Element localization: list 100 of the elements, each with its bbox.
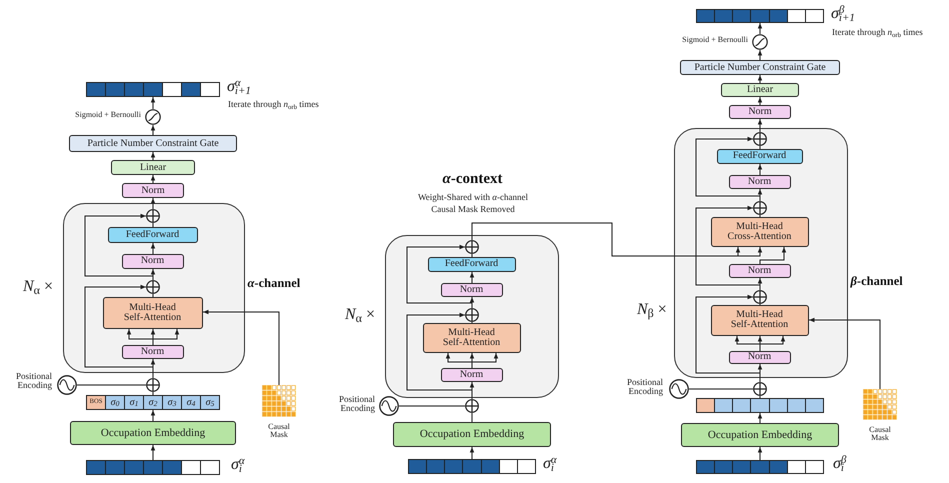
embedding-block: Occupation Embedding	[393, 422, 551, 447]
arrow	[758, 118, 762, 132]
attention-block: Multi-Head Self-Attention	[102, 296, 202, 328]
panel-title: α-channel	[248, 276, 300, 289]
connector-line	[76, 384, 146, 386]
token-cell: σ$_{0}$	[105, 396, 124, 409]
arrow	[470, 272, 474, 284]
bit-vector	[408, 459, 536, 474]
norm-block: Norm	[122, 254, 184, 268]
mask-label: Causal Mask	[868, 426, 892, 442]
panel-title: β-channel	[850, 274, 903, 287]
plus-circle-icon	[753, 382, 767, 396]
arrow	[150, 124, 156, 136]
bit-vector	[696, 9, 824, 23]
arrow	[758, 164, 762, 176]
sigmoid-label: Sigmoid + Bernoulli	[74, 111, 141, 119]
feedforward-block: FeedForward	[428, 256, 516, 272]
iterate-note: Iterate through n$_{orb}$ times	[228, 100, 319, 109]
arrow	[808, 318, 880, 390]
arrow	[758, 22, 762, 34]
norm-block: Norm	[122, 183, 184, 198]
sine-wave-icon	[379, 396, 399, 416]
token-cell: σ$_{3}$	[162, 396, 181, 409]
norm-block: Norm	[729, 105, 791, 119]
linear-block: Linear	[721, 83, 799, 97]
embedding-block: Occupation Embedding	[70, 421, 236, 445]
token-row	[86, 395, 220, 410]
repeat-count-label: N$_{α}$ ×	[345, 307, 375, 323]
arrow	[696, 136, 760, 202]
attention-block: Multi-Head Cross-Attention	[710, 216, 808, 246]
plus-circle-icon	[464, 240, 478, 254]
norm-block: Norm	[728, 174, 790, 188]
gate-block: Particle Number Constraint Gate	[69, 135, 237, 152]
feedforward-block: FeedForward	[108, 226, 198, 242]
plus-circle-icon	[465, 399, 479, 413]
mask-grid-drawing	[262, 385, 296, 417]
mask-label: Causal Mask	[267, 423, 291, 439]
repeat-count-label: N$_{β}$ ×	[637, 302, 667, 318]
arrow	[150, 96, 156, 110]
norm-block: Norm	[728, 350, 790, 364]
norm-block: Norm	[440, 282, 502, 296]
repeat-count-label: N$_{α}$ ×	[23, 279, 53, 295]
embedding-block: Occupation Embedding	[681, 423, 839, 447]
token-cell: σ$_{2}$	[143, 396, 162, 409]
linear-block: Linear	[111, 160, 195, 175]
arrow	[150, 410, 156, 422]
panel-title: α-context	[442, 172, 504, 186]
arrow	[696, 206, 760, 290]
plus-circle-icon	[752, 200, 766, 214]
connector-line	[152, 392, 154, 396]
arrow	[150, 242, 156, 254]
arrow	[758, 50, 762, 60]
attention-block: Multi-Head Self-Attention	[710, 304, 808, 336]
mask-grid-drawing	[863, 389, 897, 420]
arrow	[406, 244, 472, 308]
arrow	[470, 446, 474, 460]
sigmoid-label: Sigmoid + Bernoulli	[681, 36, 748, 44]
arrow	[150, 444, 156, 460]
arrow	[150, 152, 156, 160]
bit-vector	[86, 82, 220, 97]
plus-circle-icon	[146, 378, 160, 392]
sine-wave-icon	[57, 375, 77, 395]
plus-circle-icon	[752, 132, 766, 146]
encoding-label: Positional Encoding	[14, 372, 52, 390]
arrow	[760, 246, 786, 264]
note-text: Causal Mask Removed	[430, 205, 516, 214]
token-cell: σ$_{4}$	[181, 396, 200, 409]
sigmoid-icon	[145, 109, 161, 125]
plus-circle-icon	[464, 308, 478, 322]
bit-vector	[86, 460, 220, 475]
norm-block: Norm	[728, 264, 790, 278]
encoding-label: Positional Encoding	[338, 395, 375, 413]
token-cell: σ$_{5}$	[200, 396, 219, 409]
token-cell: σ$_{1}$	[124, 396, 143, 409]
arrow	[150, 198, 156, 210]
plus-circle-icon	[752, 290, 766, 304]
arrow	[758, 74, 762, 84]
sigmoid-icon	[752, 34, 768, 50]
connector-line	[688, 388, 754, 390]
plus-circle-icon	[146, 280, 160, 294]
arrow	[84, 214, 154, 280]
arrow	[758, 96, 762, 106]
arrow	[150, 174, 156, 184]
gate-block: Particle Number Constraint Gate	[680, 60, 840, 75]
branching-arrow	[472, 222, 762, 256]
branching-arrow	[446, 352, 498, 368]
note-text: Weight-Shared with α-channel	[417, 193, 529, 202]
arrow	[202, 310, 280, 386]
attention-block: Multi-Head Self-Attention	[422, 322, 520, 352]
bit-vector	[696, 460, 824, 474]
sine-wave-icon	[669, 379, 689, 399]
token-row	[696, 398, 824, 413]
connector-line	[152, 222, 154, 228]
plus-circle-icon	[146, 208, 160, 222]
norm-block: Norm	[440, 368, 502, 382]
branching-arrow	[126, 328, 180, 346]
connector-line	[152, 294, 154, 298]
encoding-label: Positional Encoding	[626, 378, 663, 396]
arrow	[758, 446, 762, 460]
norm-block: Norm	[122, 344, 184, 358]
